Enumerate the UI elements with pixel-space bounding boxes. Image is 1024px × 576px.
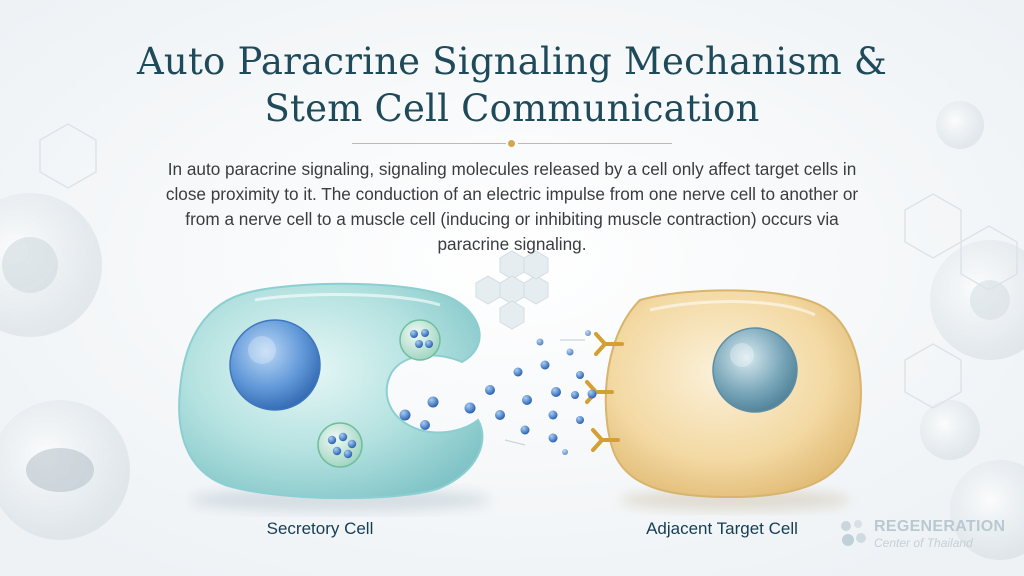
logo-icon (841, 520, 866, 546)
title-divider-dot (508, 140, 515, 147)
page-title-line-1: Auto Paracrine Signaling Mechanism & (137, 40, 887, 83)
secretory-cell-label: Secretory Cell (266, 519, 374, 538)
logo-subtitle: Center of Thailand (874, 536, 973, 550)
center-hexagons (475, 250, 549, 330)
regeneration-logo: REGENERATION Center of Thailand (834, 513, 1014, 553)
target-cell-label: Adjacent Target Cell (646, 519, 798, 538)
title-divider-right (518, 143, 672, 144)
target-cell-shadow (620, 489, 850, 511)
vesicle-bottom (317, 422, 363, 468)
title-divider-left (352, 143, 506, 144)
secretory-nucleus (229, 319, 321, 411)
secretory-cell (178, 282, 484, 500)
page-title: Auto Paracrine Signaling Mechanism & Ste… (0, 38, 1024, 132)
receptor-bottom (591, 428, 620, 452)
background-hexagons (39, 123, 1018, 409)
receptor-top (594, 332, 624, 356)
signaling-molecules (399, 330, 597, 455)
signal-flow-arrows (504, 339, 585, 446)
logo-name: REGENERATION (874, 518, 1006, 535)
page-title-line-2: Stem Cell Communication (264, 87, 760, 130)
background-ghost-cells (0, 101, 1024, 560)
vesicle-top (399, 319, 441, 361)
description-text: In auto paracrine signaling, signaling m… (165, 159, 859, 254)
target-nucleus (712, 327, 798, 413)
